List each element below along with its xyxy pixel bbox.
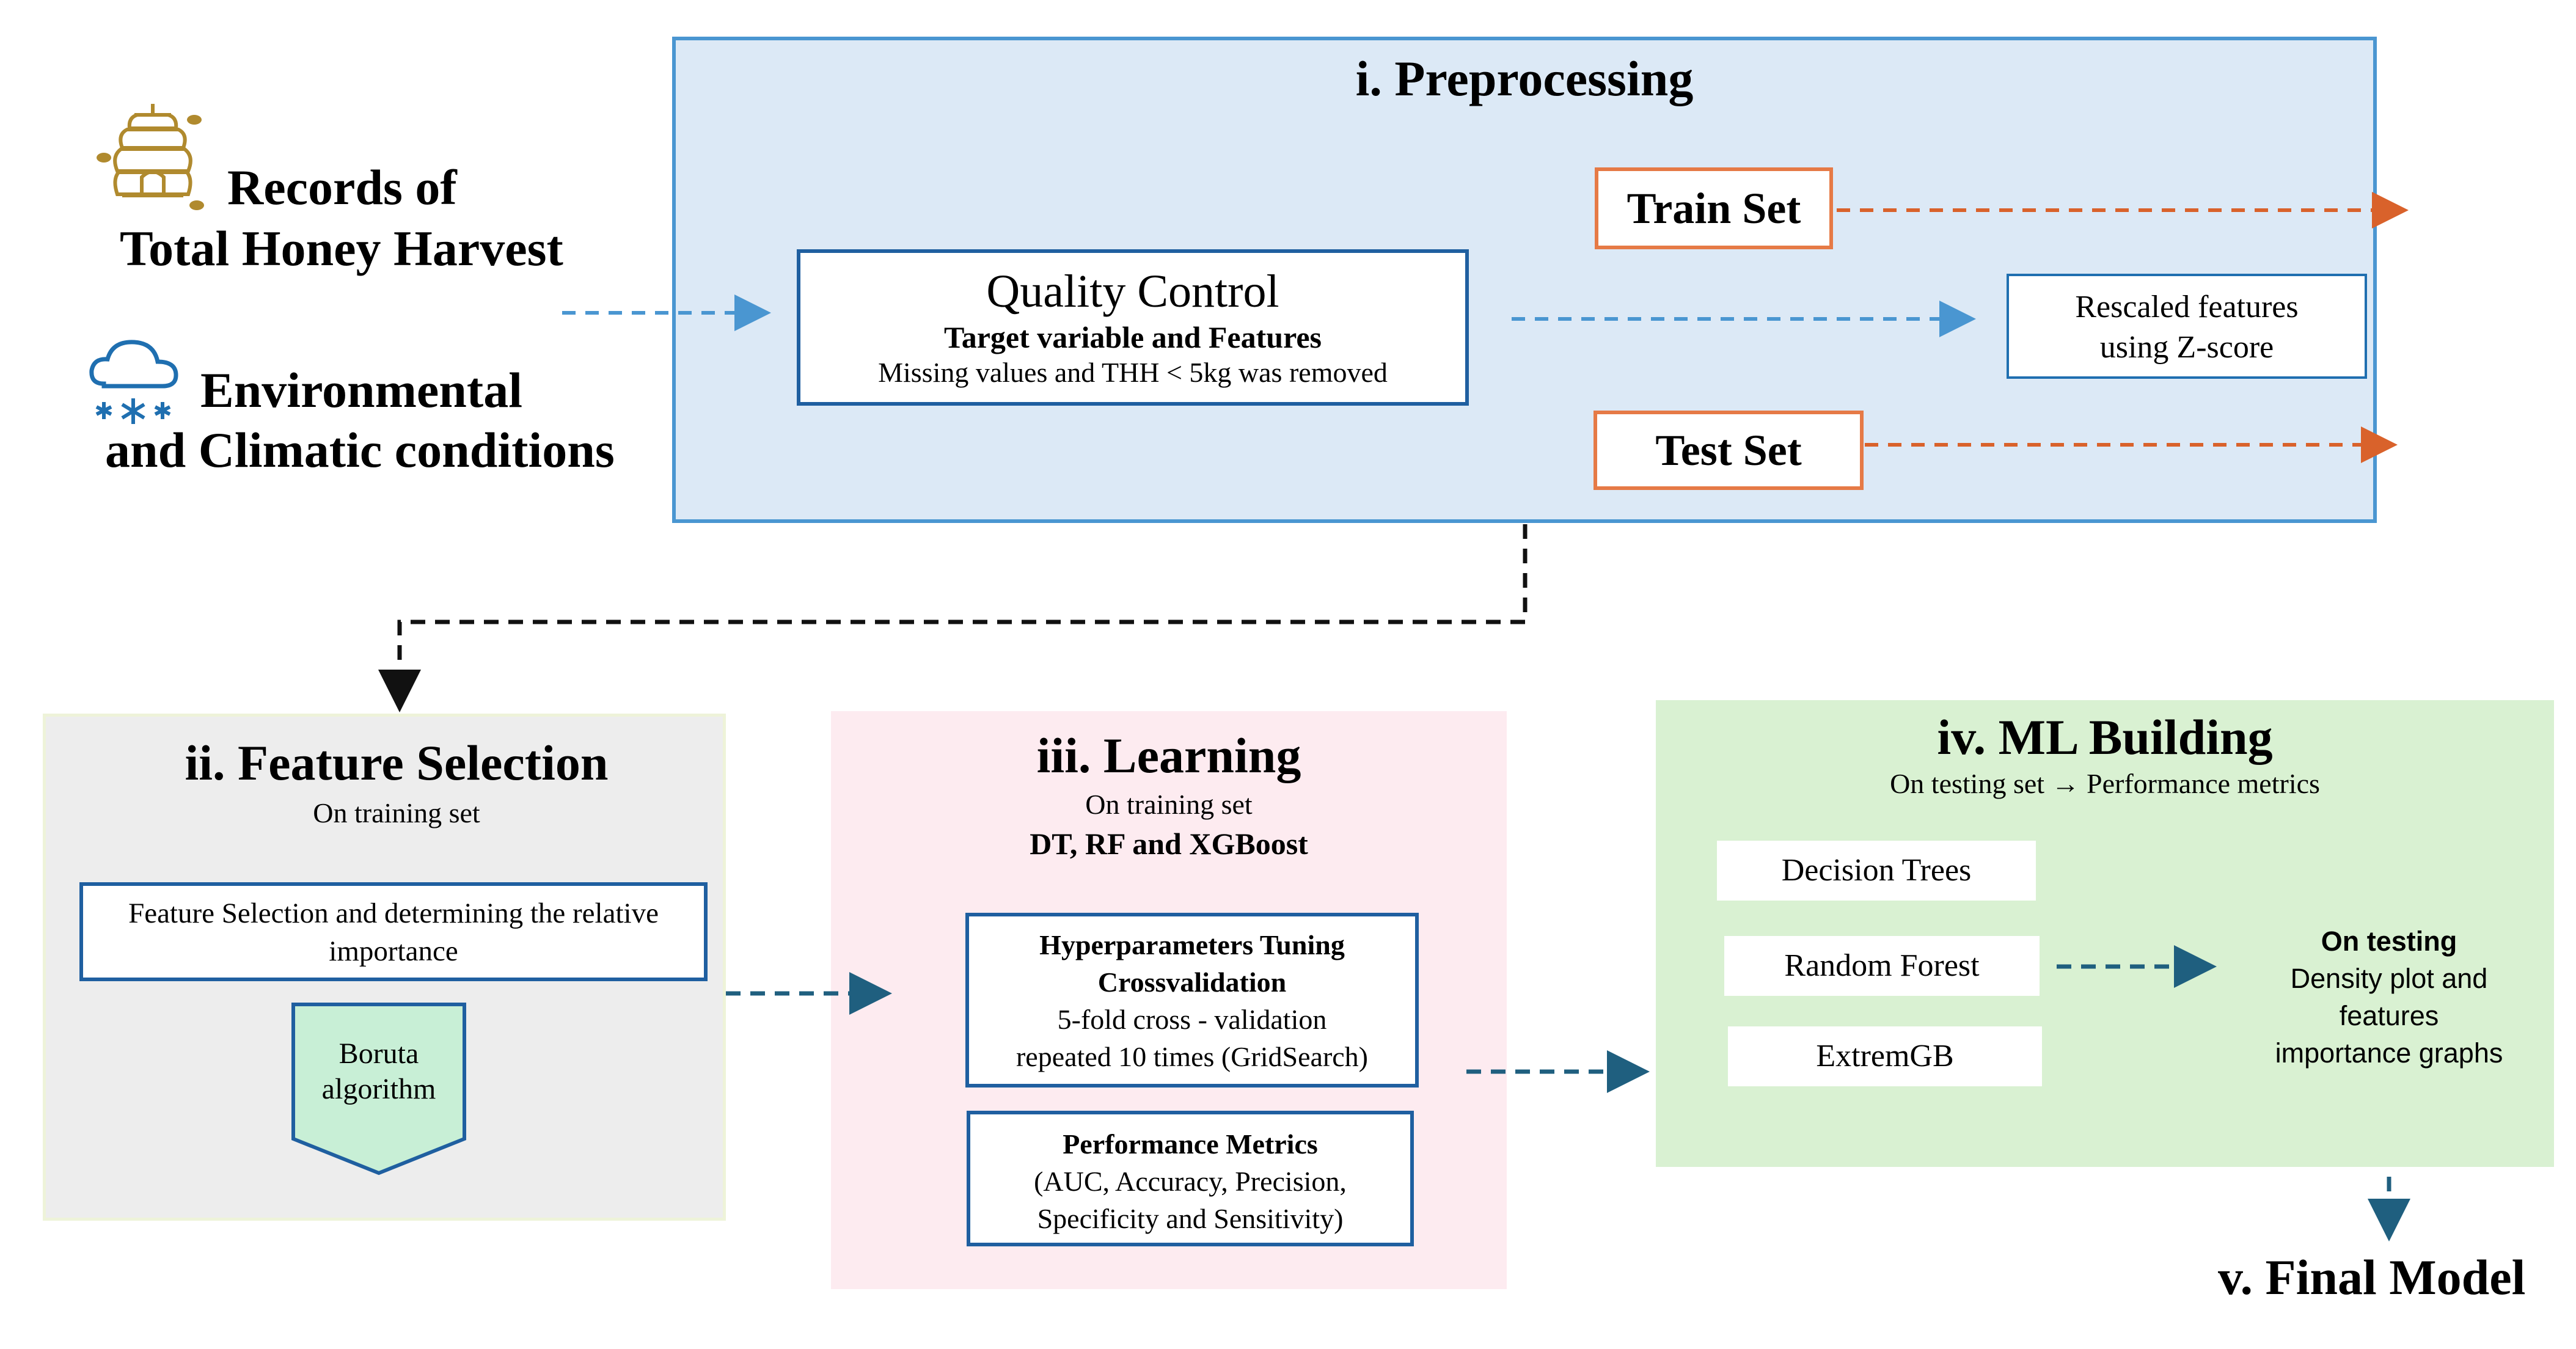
preprocessing-title: i. Preprocessing <box>1355 51 1694 106</box>
pm-line1: (AUC, Accuracy, Precision, <box>1034 1166 1347 1197</box>
cloud-snow-icon <box>89 340 178 424</box>
test-set-box: Test Set <box>1594 411 1864 490</box>
env-label-line1: Environmental <box>200 362 522 418</box>
quality-control-box: Quality Control Target variable and Feat… <box>797 249 1469 406</box>
boruta-line1: Boruta <box>338 1037 419 1070</box>
hp-line1: Hyperparameters Tuning <box>1039 929 1345 960</box>
boruta-line2: algorithm <box>321 1073 436 1105</box>
ml-building-title: iv. ML Building <box>1937 709 2273 765</box>
learning-models: DT, RF and XGBoost <box>1030 827 1308 861</box>
honey-label-line1: Records of <box>227 159 457 215</box>
qc-note: Missing values and THH < 5kg was removed <box>878 357 1388 388</box>
pm-title: Performance Metrics <box>1063 1128 1318 1160</box>
on-testing-text: On testing Density plot and features imp… <box>2224 923 2554 1072</box>
rescaled-features-box: Rescaled features using Z-score <box>2007 274 2367 379</box>
final-model-title: v. Final Model <box>2218 1249 2526 1305</box>
qc-title: Quality Control <box>986 266 1279 317</box>
rescaled-line1: Rescaled features <box>2075 290 2299 324</box>
rescaled-line2: using Z-score <box>2099 330 2274 365</box>
model-random-forest: Random Forest <box>1724 936 2040 996</box>
feature-selection-title: ii. Feature Selection <box>185 735 609 791</box>
hp-line4: repeated 10 times (GridSearch) <box>1015 1041 1369 1072</box>
env-label-line2: and Climatic conditions <box>105 422 615 478</box>
hyperparameter-box: Hyperparameters Tuning Crossvalidation 5… <box>965 913 1419 1088</box>
train-set-box: Train Set <box>1595 167 1833 249</box>
hp-line2: Crossvalidation <box>1097 967 1287 998</box>
beehive-icon <box>97 104 204 210</box>
model-extremgb: ExtremGB <box>1728 1026 2042 1086</box>
boruta-label: Boruta algorithm <box>293 1036 464 1107</box>
fs-box-line2: importance <box>329 935 458 967</box>
hp-line3: 5-fold cross - validation <box>1057 1004 1327 1035</box>
ml-building-panel <box>1656 700 2554 1167</box>
arrow-pre-to-fs <box>378 524 1528 712</box>
learning-title: iii. Learning <box>1036 728 1301 783</box>
honey-label-line2: Total Honey Harvest <box>120 221 563 276</box>
feature-selection-subtitle: On training set <box>313 797 480 828</box>
boruta-pentagon <box>291 1003 466 1175</box>
testing-title: On testing <box>2321 926 2457 957</box>
feature-selection-box: Feature Selection and determining the re… <box>79 882 708 981</box>
ml-building-subtitle: On testing set → Performance metrics <box>1890 768 2320 799</box>
performance-metrics-box: Performance Metrics (AUC, Accuracy, Prec… <box>967 1111 1414 1246</box>
learning-subtitle: On training set <box>1085 789 1253 820</box>
testing-line2: features <box>2339 1000 2439 1031</box>
model-decision-trees: Decision Trees <box>1717 841 2036 901</box>
testing-line1: Density plot and <box>2290 963 2488 994</box>
qc-subtitle: Target variable and Features <box>943 320 1322 354</box>
testing-line3: importance graphs <box>2275 1037 2503 1069</box>
pm-line2: Specificity and Sensitivity) <box>1037 1203 1344 1234</box>
fs-box-line1: Feature Selection and determining the re… <box>128 898 659 929</box>
